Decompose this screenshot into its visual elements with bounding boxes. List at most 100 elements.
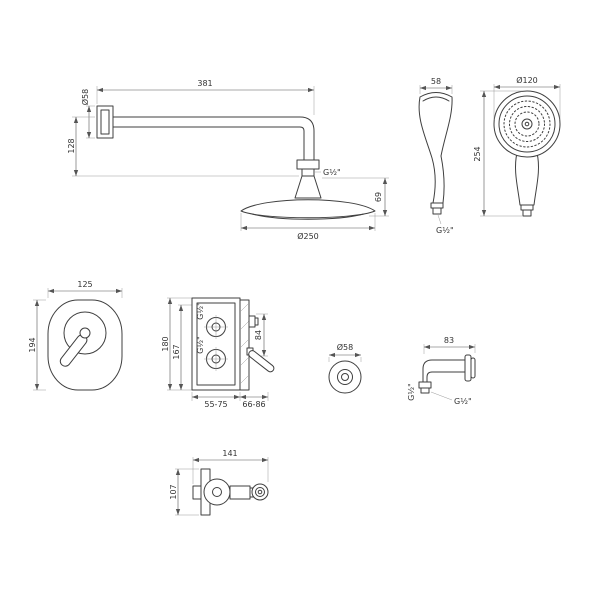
hand-shower-side-nut <box>430 202 444 209</box>
arm-nut <box>296 159 320 170</box>
dim-plate-height-text: 194 <box>28 337 37 352</box>
dim-flange-diameter: Ø58 <box>80 89 95 139</box>
dim-plate-width-text: 125 <box>77 280 92 289</box>
elbow-thread <box>420 387 430 394</box>
escutcheon-ring <box>63 311 107 355</box>
dim-arm-length-text: 381 <box>197 79 212 88</box>
valve-body-inner <box>196 302 236 386</box>
overhead-shower-assembly: 381 Ø58 128 G½" 69 Ø250 <box>67 79 389 241</box>
mixer-arm <box>229 485 251 500</box>
label-valve-thread-top: G½" <box>196 302 205 320</box>
wall-flange-mid <box>337 369 353 385</box>
concealed-valve-figure: 180 167 G½" G½" 84 <box>161 297 275 409</box>
valve-port-bottom-inner <box>211 354 221 364</box>
label-hand-shower-thread-text: G½" <box>436 226 454 235</box>
mixer-body-dial-center <box>212 487 222 497</box>
dim-hand-shower-depth-text: 58 <box>431 77 441 86</box>
mixer-knob-mid <box>255 487 265 497</box>
elbow-wall-stem <box>470 357 476 379</box>
elbow-nut <box>418 381 432 389</box>
dim-mixer-height-text: 107 <box>169 484 178 499</box>
spray-center-dot <box>524 121 530 127</box>
mixer-knob-outer <box>251 483 269 501</box>
dim-flange-diameter-text: Ø58 <box>80 89 90 105</box>
hand-shower-front-nut <box>520 204 534 211</box>
valve-body <box>191 297 241 391</box>
dim-plate-width: 125 <box>47 280 123 298</box>
wall-section-strip <box>239 299 250 391</box>
dim-wall-flange-diameter <box>328 352 362 362</box>
hand-shower-head-rim <box>498 95 556 153</box>
lever-pivot <box>79 327 91 339</box>
elbow-bend-inner <box>426 371 433 383</box>
valve-outlet-thread <box>254 317 259 326</box>
hand-shower-handle <box>515 152 539 206</box>
dim-depth-range-trim: 66-86 <box>240 392 269 409</box>
dim-mixer-width-text: 141 <box>222 449 237 458</box>
label-elbow-thread-wall-text: G½" <box>454 397 472 406</box>
hand-shower-front-thread <box>522 209 532 217</box>
trim-plate-outline <box>47 299 123 391</box>
spray-ring-1 <box>503 100 551 148</box>
mixer-knob-dot <box>257 489 263 495</box>
dim-wall-height: 128 <box>67 116 299 177</box>
mixer-body-dial <box>203 478 231 506</box>
valve-port-top-inner <box>211 322 221 332</box>
valve-outlet-stub <box>248 315 256 328</box>
dim-head-height: 69 <box>322 177 389 217</box>
dim-valve-height-body: 167 <box>172 304 192 390</box>
dim-valve-handle-length-text: 84 <box>254 330 263 340</box>
hand-shower-side-thread <box>432 207 442 215</box>
dim-valve-height-total-text: 180 <box>161 336 170 351</box>
dim-head-front-diameter: Ø120 <box>493 75 561 120</box>
shower-arm-inner-line <box>112 126 305 161</box>
dim-depth-range-body: 55-75 <box>191 392 241 409</box>
rain-head-rim <box>251 213 365 220</box>
hand-shower-figures: 58 G½" Ø120 254 <box>418 75 561 235</box>
spray-ring-2 <box>509 106 545 142</box>
dim-valve-height-total: 180 <box>161 297 192 391</box>
arm-thread <box>301 168 315 177</box>
rain-head-outline <box>240 199 376 219</box>
elbow-bend-outer <box>422 359 433 383</box>
dim-hand-shower-length: 254 <box>473 90 522 217</box>
dim-hand-shower-length-text: 254 <box>473 146 482 161</box>
label-arm-thread: G½" <box>315 168 341 177</box>
arm-wall-flange-inner <box>100 109 110 135</box>
label-hand-shower-thread: G½" <box>436 214 454 235</box>
dim-wall-height-text: 128 <box>67 138 76 153</box>
dim-head-height-text: 69 <box>374 192 383 202</box>
dim-head-front-diameter-text: Ø120 <box>516 75 538 85</box>
dim-valve-height-body-text: 167 <box>172 344 181 359</box>
shower-mixer-figure: 141 107 <box>169 449 269 516</box>
dim-mixer-height: 107 <box>169 468 199 516</box>
elbow-wall-disc <box>464 354 472 382</box>
dim-wall-flange-diameter-text: Ø58 <box>337 342 353 352</box>
dim-elbow-length-text: 83 <box>444 336 454 345</box>
dim-depth-range-trim-text: 66-86 <box>242 400 265 409</box>
trim-plate-figure: 125 194 <box>28 280 123 391</box>
dim-plate-height: 194 <box>28 299 46 391</box>
dim-arm-length: 381 <box>96 79 315 115</box>
dim-hand-shower-depth: 58 <box>419 77 453 94</box>
spray-center-ring <box>521 118 533 130</box>
dim-head-diameter: Ø250 <box>240 213 376 241</box>
label-arm-thread-text: G½" <box>323 168 341 177</box>
valve-lever <box>248 350 275 373</box>
hand-shower-side-outline <box>418 92 453 204</box>
mixer-wall-stub <box>192 485 202 500</box>
label-valve-thread-bottom: G½" <box>196 336 205 354</box>
hand-shower-side-face-line <box>422 96 450 102</box>
outlet-elbow-figure: 83 G½" G½" <box>407 336 476 406</box>
dim-depth-range-body-text: 55-75 <box>204 400 227 409</box>
shower-arm-outer-line <box>112 116 315 161</box>
label-elbow-thread-wall: G½" <box>430 391 472 406</box>
dim-head-diameter-text: Ø250 <box>297 231 319 241</box>
wall-flange-outer <box>328 360 362 394</box>
head-connector-cone <box>294 175 322 199</box>
arm-wall-flange <box>96 105 114 139</box>
dim-mixer-width: 141 <box>192 449 269 484</box>
spray-ring-3 <box>514 111 540 137</box>
